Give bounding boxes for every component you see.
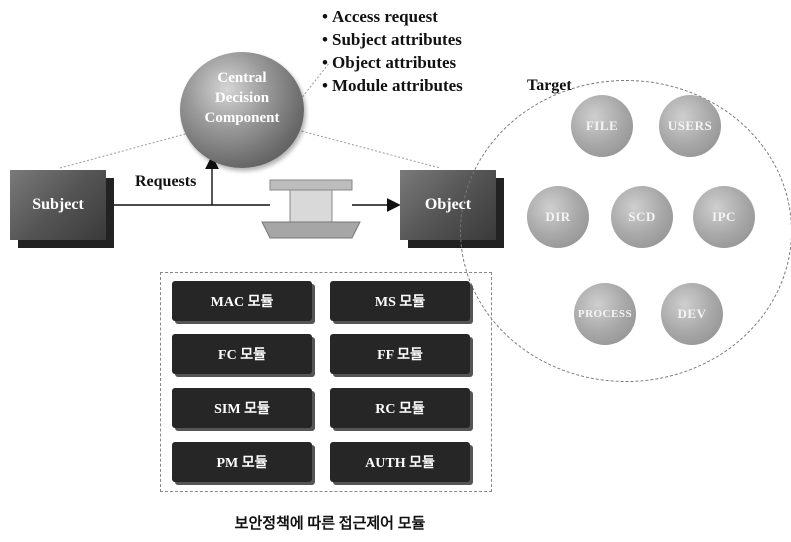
target-circle [460, 80, 791, 382]
target-ipc-node: IPC [693, 186, 755, 248]
central-decision-sphere [180, 52, 304, 168]
bullet-item: •Module attributes [322, 76, 463, 95]
rc-module: RC 모듈 [330, 388, 470, 428]
attribute-list: •Access request •Subject attributes •Obj… [322, 5, 463, 97]
central-to-object-line [289, 127, 441, 169]
central-to-bullets-line [299, 61, 331, 101]
target-users-node: USERS [659, 95, 721, 157]
target-process-node: PROCESS [574, 283, 636, 345]
bullet-item: •Access request [322, 7, 438, 26]
bullet-item: •Object attributes [322, 53, 457, 72]
target-file-node: FILE [571, 95, 633, 157]
target-label: Target [527, 77, 572, 94]
auth-module: AUTH 모듈 [330, 442, 470, 482]
target-dir-node: DIR [527, 186, 589, 248]
mac-module: MAC 모듈 [172, 281, 312, 321]
central-label-line: Central [217, 70, 267, 86]
gate-icon [261, 179, 361, 239]
subject-box: Subject [10, 170, 106, 240]
target-dev-node: DEV [661, 283, 723, 345]
module-panel [160, 272, 492, 492]
ms-module: MS 모듈 [330, 281, 470, 321]
pm-module: PM 모듈 [172, 442, 312, 482]
ff-module: FF 모듈 [330, 334, 470, 374]
bullet-item: •Subject attributes [322, 30, 462, 49]
central-decision-label: Central Decision Component [180, 68, 304, 128]
module-panel-caption: 보안정책에 따른 접근제어 모듈 [234, 516, 426, 532]
fc-module: FC 모듈 [172, 334, 312, 374]
sim-module: SIM 모듈 [172, 388, 312, 428]
central-label-line: Component [204, 110, 280, 126]
central-label-line: Decision [214, 90, 270, 106]
target-scd-node: SCD [611, 186, 673, 248]
subject-to-central-line [59, 129, 201, 169]
requests-label: Requests [135, 173, 197, 190]
